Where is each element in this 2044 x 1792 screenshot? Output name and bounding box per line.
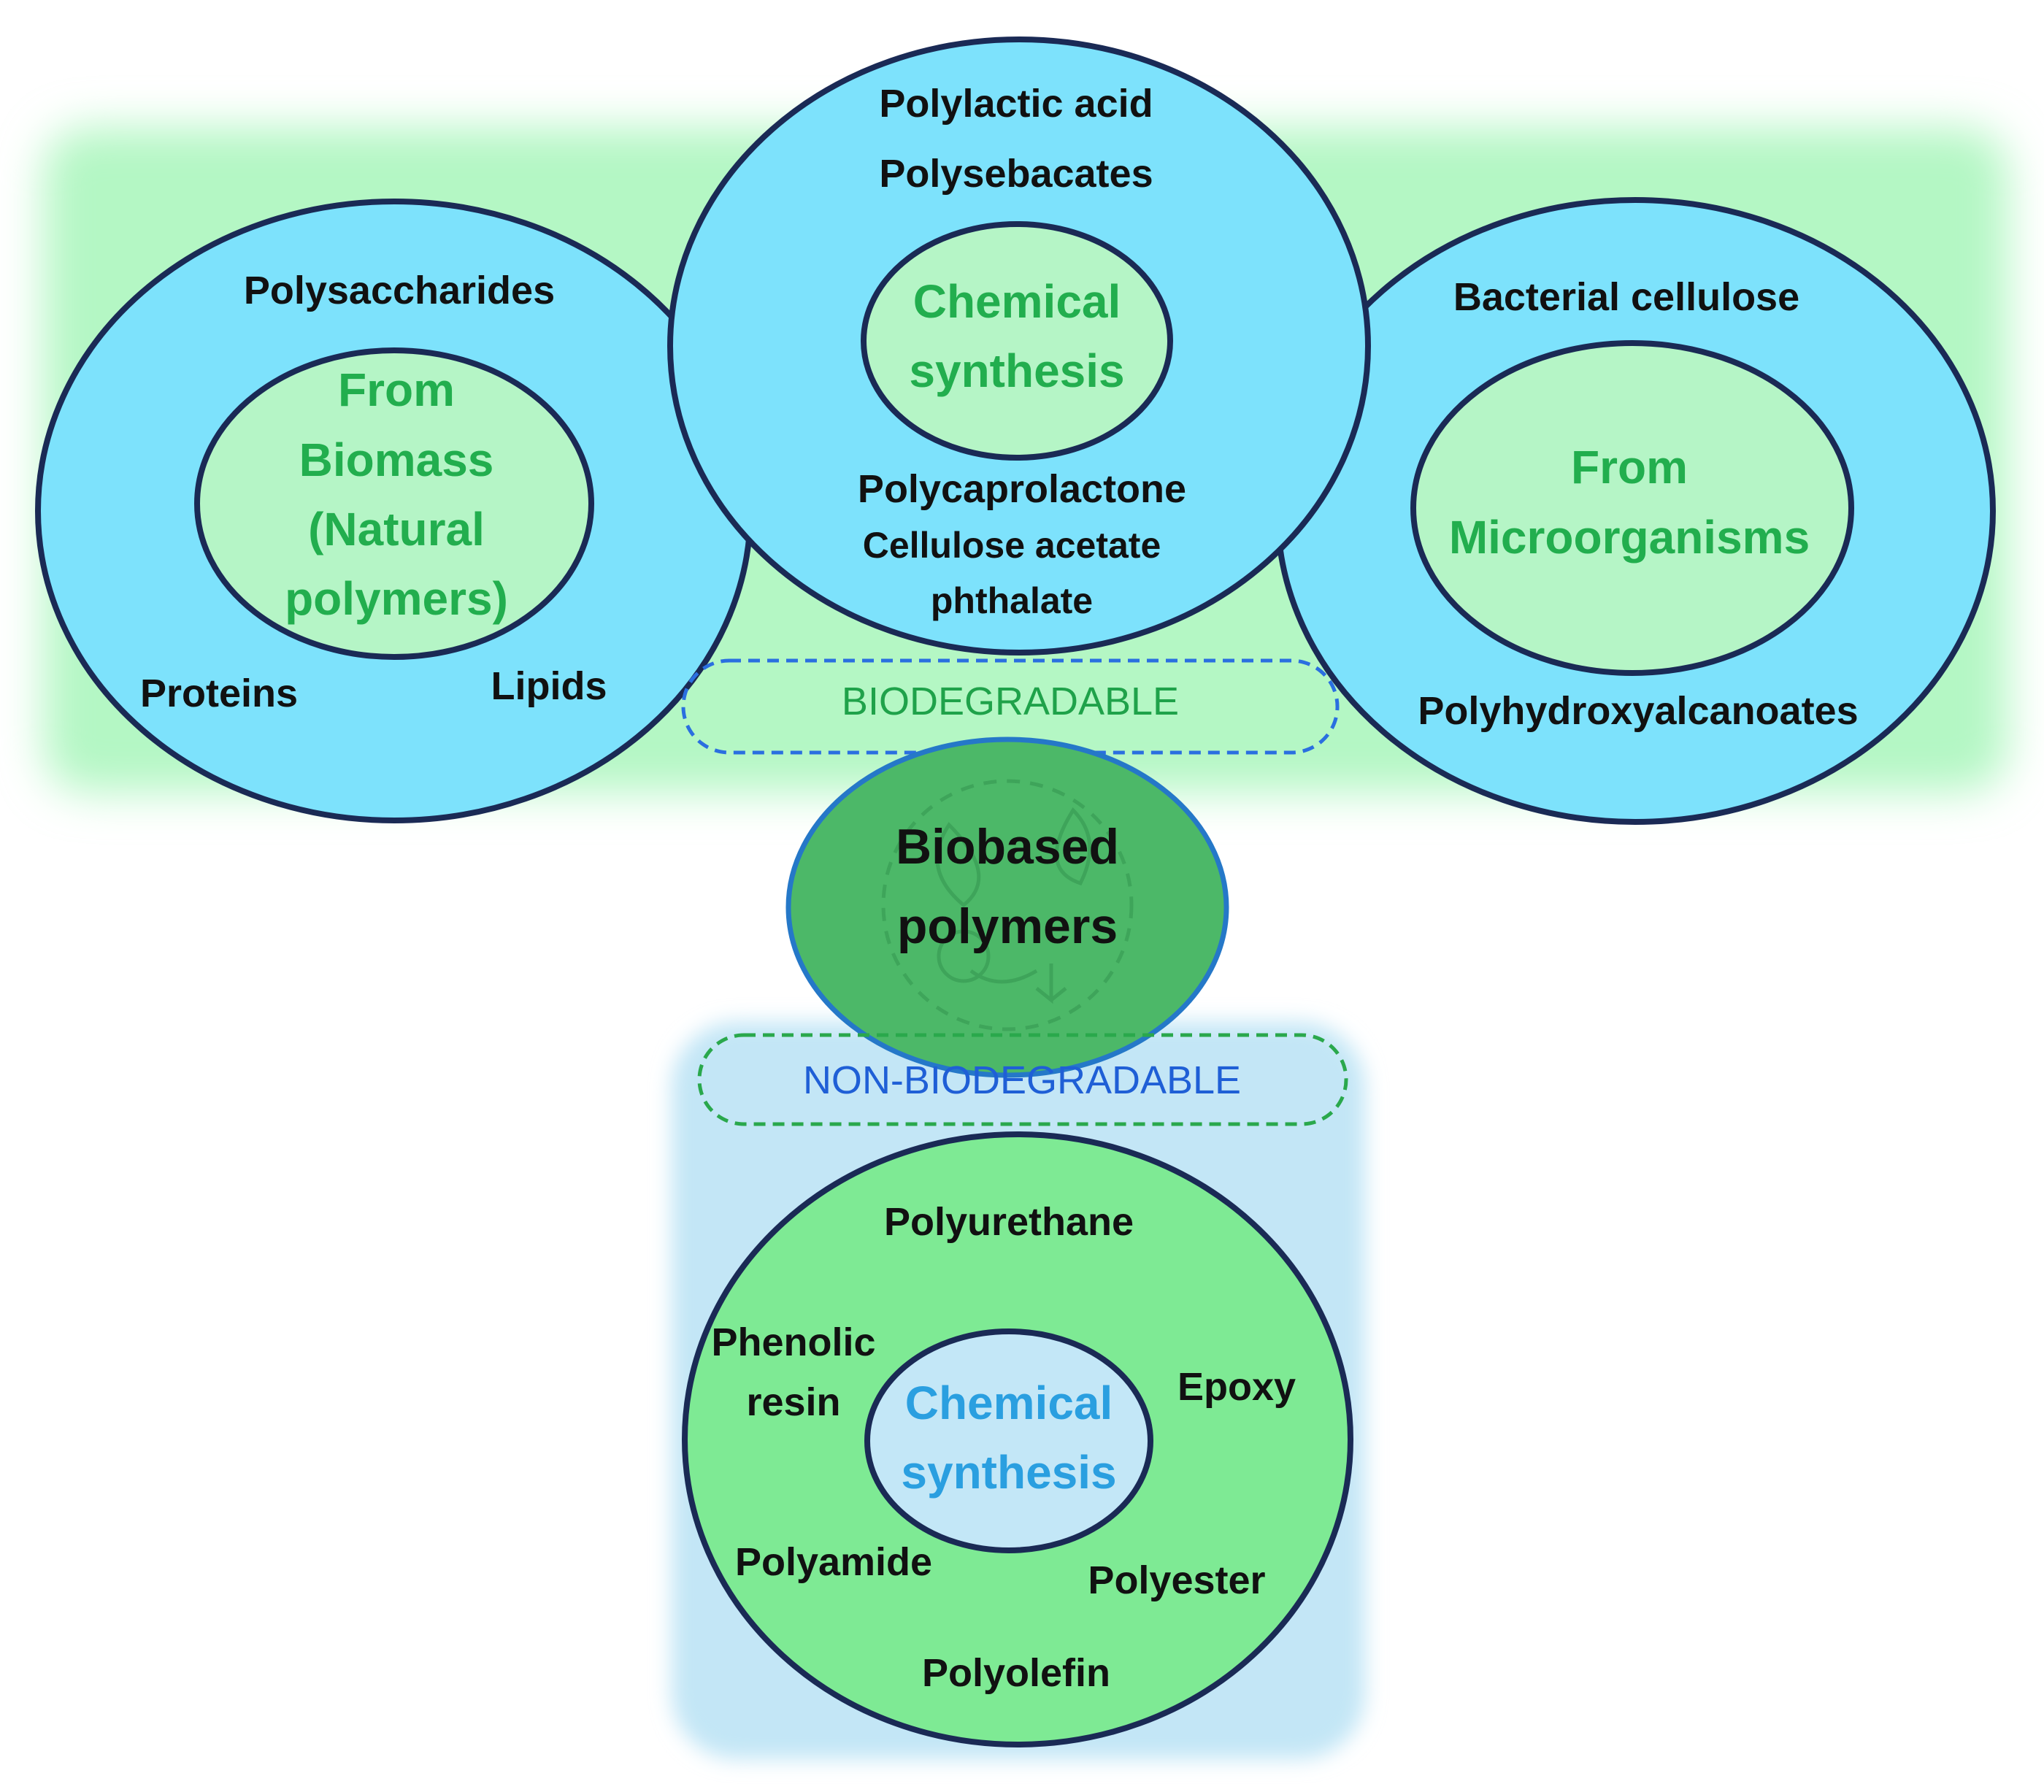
microorganisms-inner-ellipse (1410, 340, 1854, 676)
microorganisms-title-line2: Microorganisms (1449, 511, 1810, 564)
biomass-title-line3: (Natural (308, 503, 485, 555)
biodegradable-label: BIODEGRADABLE (842, 680, 1179, 723)
center-label-line2: polymers (897, 899, 1118, 954)
chemical-nonbio-title-line2: synthesis (901, 1446, 1116, 1499)
chemical-bio-title-line1: Chemical (913, 275, 1121, 328)
non-biodegradable-label-group: NON-BIODEGRADABLE (697, 1033, 1348, 1126)
chemical-bio-inner-ellipse (861, 221, 1173, 461)
biomass-title-line2: Biomass (299, 434, 494, 486)
chemical-bio-example-phthalate: phthalate (931, 580, 1093, 621)
chemical-nonbio-inner-ellipse (864, 1328, 1153, 1553)
microorganisms-example-bacterial-cellulose: Bacterial cellulose (1453, 275, 1799, 319)
biomass-group: From Biomass (Natural polymers) Polysacc… (35, 199, 753, 823)
chemical-nonbio-example-polyamide: Polyamide (735, 1540, 932, 1584)
recycling-leaf-icon (881, 779, 1134, 1031)
chemical-nonbio-title-line1: Chemical (905, 1377, 1113, 1429)
chemical-nonbio-example-epoxy: Epoxy (1177, 1365, 1296, 1409)
chemical-bio-example-cellulose-acetate: Cellulose acetate (863, 525, 1161, 566)
chemical-bio-example-polylactic-acid: Polylactic acid (879, 82, 1153, 126)
chemical-bio-example-polycaprolactone: Polycaprolactone (858, 467, 1186, 511)
chemical-nonbio-group: Chemical synthesis Polyurethane Phenolic… (682, 1131, 1353, 1747)
chemical-nonbio-example-polyurethane: Polyurethane (884, 1200, 1134, 1244)
chemical-nonbio-example-polyolefin: Polyolefin (922, 1651, 1110, 1695)
chemical-nonbio-example-phenolic: Phenolic (711, 1320, 875, 1364)
non-biodegradable-dashed-pill (697, 1033, 1348, 1126)
biomass-title-line1: From (338, 364, 455, 416)
chemical-bio-example-polysebacates: Polysebacates (879, 152, 1153, 196)
biomass-example-proteins: Proteins (140, 672, 298, 715)
biomass-inner-ellipse (194, 347, 594, 660)
microorganisms-title-line1: From (1571, 441, 1688, 493)
center-label-line1: Biobased (896, 819, 1119, 874)
non-biodegradable-label: NON-BIODEGRADABLE (803, 1058, 1241, 1102)
microorganisms-group: From Microorganisms Bacterial cellulose … (1275, 197, 1996, 825)
biomass-title-line4: polymers) (285, 572, 508, 625)
chemical-bio-title-line2: synthesis (909, 345, 1124, 397)
chemical-nonbio-example-polyester: Polyester (1088, 1558, 1265, 1602)
biomass-example-lipids: Lipids (491, 664, 607, 708)
center-ellipse (785, 737, 1229, 1078)
microorganisms-example-polyhydroxyalcanoates: Polyhydroxyalcanoates (1418, 689, 1858, 733)
center-group: Biobased polymers (785, 737, 1229, 1078)
chemical-nonbio-example-resin: resin (746, 1380, 840, 1424)
chemical-bio-group: Chemical synthesis Polylactic acid Polys… (667, 36, 1371, 655)
biomass-example-polysaccharides: Polysaccharides (244, 269, 555, 312)
